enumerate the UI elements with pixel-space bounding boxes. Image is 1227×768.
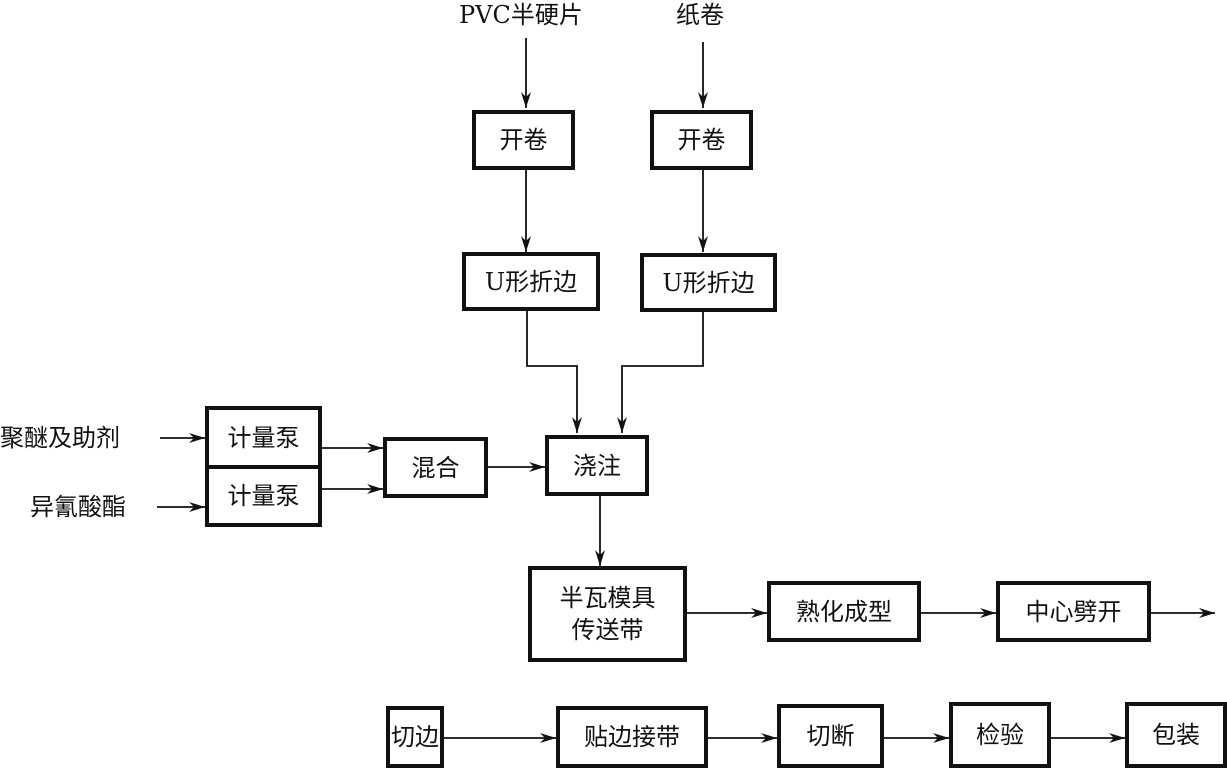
- step-mold-conveyor-line2: 传送带: [571, 616, 644, 644]
- step-metering-pump-1: 计量泵: [205, 406, 322, 469]
- step-ufold-pvc: U形折边: [462, 252, 600, 311]
- arrow-ufold-paper-to-pour: [617, 311, 704, 433]
- arrow-ufold-pvc-to-pour: [526, 310, 582, 433]
- step-mixing: 混合: [383, 437, 488, 498]
- step-edge-taping: 贴边接带: [556, 706, 708, 768]
- input-polyether: 聚醚及助剂: [0, 424, 120, 452]
- input-paper-roll: 纸卷: [676, 1, 724, 29]
- input-isocyanate: 异氰酸酯: [30, 493, 126, 521]
- step-curing: 熟化成型: [767, 581, 921, 642]
- step-mold-conveyor-line1: 半瓦模具: [559, 584, 656, 612]
- step-packing: 包装: [1125, 702, 1227, 768]
- step-ufold-paper: U形折边: [640, 253, 777, 312]
- step-inspection: 检验: [949, 702, 1051, 768]
- step-metering-pump-2: 计量泵: [205, 465, 322, 527]
- step-center-split: 中心劈开: [996, 581, 1151, 642]
- step-uncoil-paper: 开卷: [650, 110, 753, 170]
- step-mold-conveyor: 半瓦模具 传送带: [528, 566, 687, 662]
- step-cut-off: 切断: [777, 704, 884, 768]
- step-trim-edge: 切边: [386, 706, 444, 768]
- input-pvc-sheet: PVC半硬片: [459, 1, 583, 29]
- step-pouring: 浇注: [545, 435, 649, 496]
- step-uncoil-pvc: 开卷: [472, 110, 575, 170]
